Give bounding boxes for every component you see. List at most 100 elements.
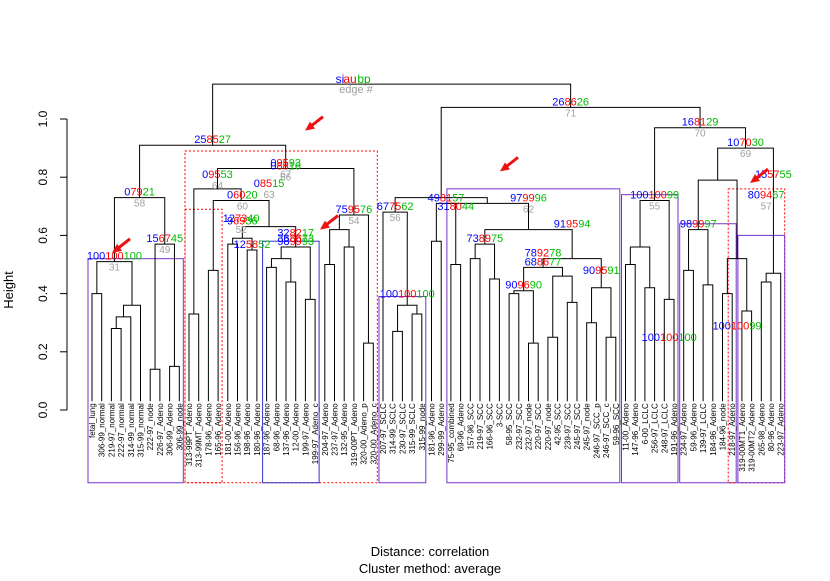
leaf-label: 306-99_normal xyxy=(98,403,107,457)
leaf-label: 320-00_Adeno_p xyxy=(360,403,369,465)
leaf-label: 246-97_SCC_c xyxy=(602,403,611,458)
tree-branch xyxy=(212,83,572,146)
tree-branch xyxy=(760,281,772,402)
node-label-values: 100100100 xyxy=(380,288,435,300)
node-au: 95 xyxy=(566,219,578,231)
leaf-label: 199-97_Adeno xyxy=(301,403,310,456)
tree-branch xyxy=(726,258,748,312)
node-si: 10 xyxy=(727,137,739,149)
node-bp: 17 xyxy=(302,227,314,239)
node-si: 0 xyxy=(270,157,276,169)
node-si: 98 xyxy=(277,236,289,248)
node-au: 69 xyxy=(233,216,245,228)
leaf-label: 69-96_Adeno xyxy=(457,403,466,452)
node-bp: 90 xyxy=(530,280,542,292)
node-edge: 57 xyxy=(761,201,773,212)
node-label: 909591 xyxy=(583,265,620,277)
node-bp: 53 xyxy=(221,169,233,181)
tree-branch xyxy=(440,106,701,198)
node-bp: 97 xyxy=(704,219,716,231)
y-tick-label: 0.6 xyxy=(36,227,50,244)
node-label-values: 738975 xyxy=(466,233,503,245)
node-au: 96 xyxy=(518,280,530,292)
leaf-label: 232-97_SCC xyxy=(515,403,524,449)
node-si: 9 xyxy=(227,216,233,228)
tree-branch xyxy=(363,342,374,402)
node-label: 328217 xyxy=(277,227,314,239)
tree-branch xyxy=(343,246,355,402)
node-bp: 52 xyxy=(258,239,270,251)
arrow-head xyxy=(500,162,510,172)
cluster-rect xyxy=(679,223,737,484)
node-au: 82 xyxy=(290,227,302,239)
leaf-label: 166-96_SCC xyxy=(486,403,495,449)
node-bp: 77 xyxy=(549,256,561,268)
leaf-label: 313-99PT_Adeno xyxy=(185,403,194,466)
node-bp: 93 xyxy=(289,157,301,169)
leaf-label: 59-96_Adeno xyxy=(689,403,698,452)
leaf-label: 165-96_Adeno xyxy=(214,403,223,456)
tree-branch xyxy=(207,269,219,402)
tree-branch xyxy=(270,258,292,282)
cluster-rect xyxy=(727,188,786,484)
node-label-values: 125852 xyxy=(234,239,271,251)
node-label-values: 168129 xyxy=(682,117,719,129)
node-edge: 56 xyxy=(390,213,402,224)
node-si: 90 xyxy=(583,265,595,277)
leaf-label: 314-99_normal xyxy=(127,403,136,457)
node-label-values: 08816 xyxy=(270,160,301,172)
cluster-rect xyxy=(737,234,786,484)
node-label: 989997 xyxy=(680,219,717,231)
node-si: 80 xyxy=(748,189,760,201)
node-label-values: 107030 xyxy=(727,137,764,149)
tree-branch xyxy=(193,188,242,314)
node-label-values: 258527 xyxy=(194,134,231,146)
node-au: 92 xyxy=(537,248,549,260)
node-au: 81 xyxy=(440,192,452,204)
node-label: 789278 xyxy=(525,248,562,260)
cluster-rect xyxy=(262,240,320,484)
node-si: 16 xyxy=(682,117,694,129)
leaf-label: 265-98_Adeno xyxy=(757,403,766,456)
node-label-values: 07921 xyxy=(124,187,155,199)
y-tick-label: 0.4 xyxy=(36,285,50,302)
node-si: 0 xyxy=(227,189,233,201)
node-label-values: 989997 xyxy=(680,219,717,231)
leaf-label: 230-97_SCLC xyxy=(398,403,407,454)
node-label-values: 919594 xyxy=(554,219,591,231)
leaf-label: 3-SCC xyxy=(495,403,504,427)
node-si: 78 xyxy=(525,248,537,260)
tree-branch xyxy=(513,290,534,344)
node-edge: 63 xyxy=(263,190,275,201)
node-label-values: 100100100 xyxy=(87,251,142,263)
leaf-label: 12-00_Adeno xyxy=(292,403,301,452)
node-au: 94 xyxy=(760,189,772,201)
node-si: 100 xyxy=(713,320,731,332)
tree-branch xyxy=(528,342,539,402)
node-label-values: 08515 xyxy=(254,178,285,190)
node-labels: 0959367088166607921581567454912734052095… xyxy=(87,96,792,344)
tree-branch xyxy=(123,304,141,402)
leaf-label: 220-97_node xyxy=(544,403,553,451)
leaf-label: 181-96_Adeno xyxy=(428,403,437,456)
y-tick-label: 0.8 xyxy=(36,169,50,186)
node-label: 368673 xyxy=(277,233,314,245)
node-edge: 58 xyxy=(134,199,146,210)
tree-branch xyxy=(397,304,418,332)
node-au: 57 xyxy=(767,169,779,181)
node-edge: 55 xyxy=(649,201,661,212)
node-au: 100 xyxy=(648,189,666,201)
leaf-label: 199-97_Adeno_c xyxy=(311,403,320,464)
node-label: 96936 xyxy=(227,216,258,228)
tree-branch xyxy=(469,258,481,402)
tree-branch xyxy=(431,240,442,402)
tree-branch xyxy=(382,211,408,402)
leaf-label: 137-96_Adeno xyxy=(282,403,291,456)
node-si: 0 xyxy=(270,160,276,172)
tree-branch xyxy=(392,330,403,402)
node-label-values: 10010099 xyxy=(713,320,762,332)
